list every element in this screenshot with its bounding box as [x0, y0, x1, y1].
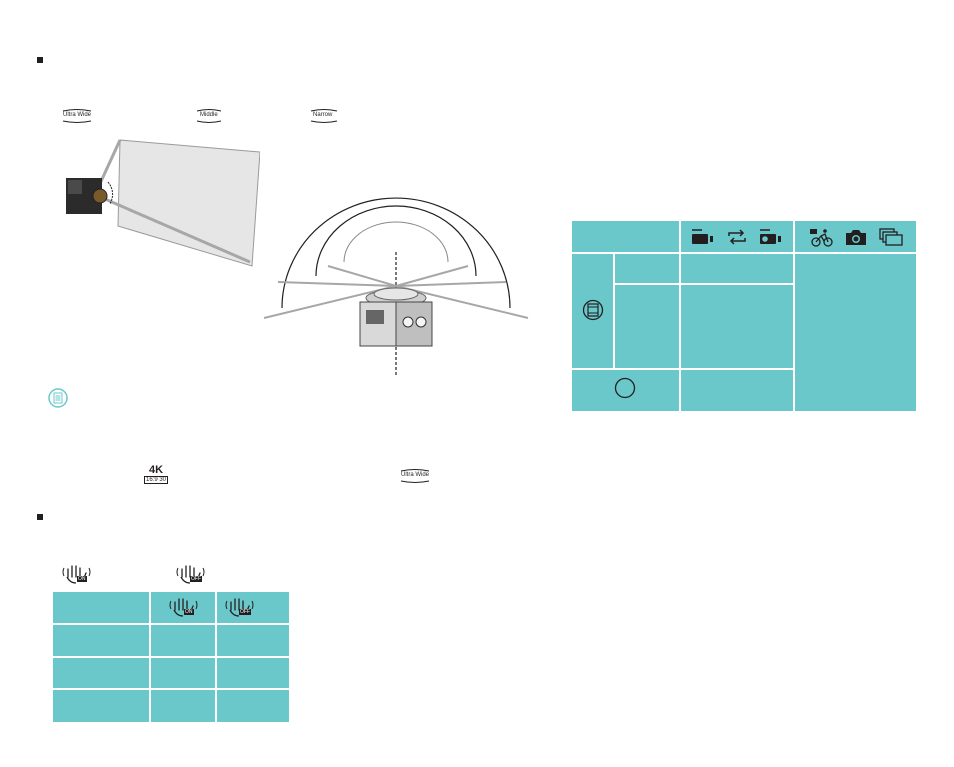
- middle-icon: Middle: [196, 108, 222, 124]
- video-icon: [692, 229, 713, 244]
- note-icon: [48, 388, 68, 408]
- resolution-4k-icon: 4K 16:9 30: [144, 464, 172, 486]
- ultra-wide-icon: Ultra Wide: [62, 108, 92, 124]
- round-mode-icon: [614, 377, 636, 399]
- stabilizer-table: ON OFF: [53, 592, 289, 722]
- ultra-wide-label: Ultra Wide: [401, 472, 430, 478]
- hand-shake-on-label: ON: [184, 609, 194, 615]
- hand-shake-on-icon: ON: [62, 563, 92, 585]
- resolution-main: 4K: [149, 464, 164, 476]
- hand-shake-on-icon: ON: [169, 596, 199, 618]
- burst-icon: [879, 228, 903, 246]
- narrow-label: Narrow: [313, 112, 333, 118]
- fov-arcs-illustration: [263, 197, 529, 375]
- hand-shake-on-label: ON: [77, 576, 87, 582]
- sport-icon: [810, 229, 833, 247]
- loop-icon: [728, 229, 746, 245]
- hand-shake-off-label: OFF: [190, 576, 202, 582]
- mode-table: [572, 221, 916, 411]
- hand-shake-off-icon: OFF: [176, 563, 206, 585]
- bullet-square-icon: [37, 57, 43, 63]
- projection-illustration: [66, 139, 260, 267]
- timelapse-icon: [760, 229, 781, 244]
- ultra-wide-icon: Ultra Wide: [400, 468, 430, 484]
- resolution-sub: 16:9 30: [144, 476, 169, 484]
- front-lens-mode-icon: [582, 299, 604, 321]
- middle-label: Middle: [200, 112, 218, 118]
- ultra-wide-label: Ultra Wide: [63, 112, 92, 118]
- hand-shake-off-label: OFF: [239, 609, 251, 615]
- camera-icon: [846, 230, 866, 245]
- bullet-square-icon: [37, 514, 43, 520]
- narrow-icon: Narrow: [310, 108, 338, 124]
- hand-shake-off-icon: OFF: [225, 596, 255, 618]
